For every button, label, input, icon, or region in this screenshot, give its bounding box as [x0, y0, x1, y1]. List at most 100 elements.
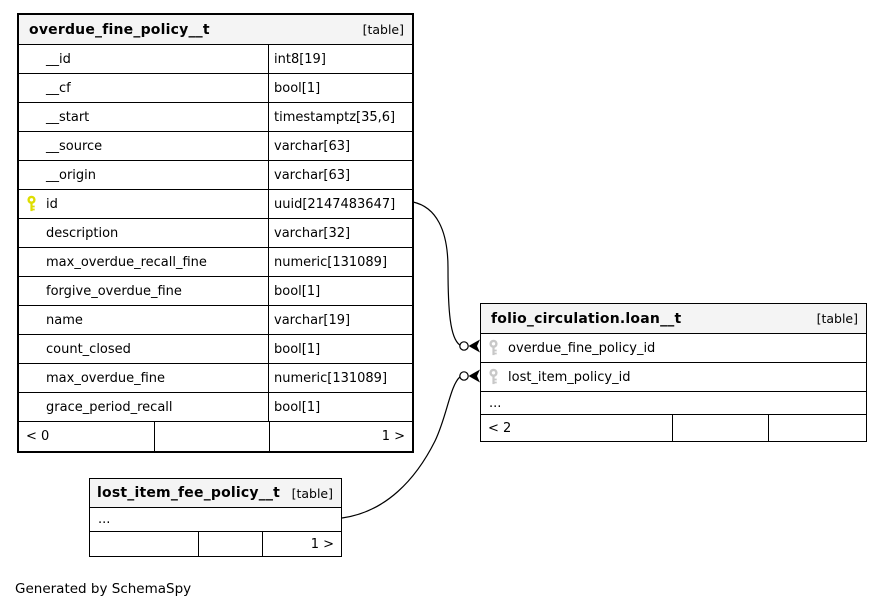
column-type-cell: numeric[131089]: [269, 248, 412, 276]
column-type: bool[1]: [274, 283, 321, 299]
table-title[interactable]: lost_item_fee_policy__t: [97, 485, 281, 501]
table-row: max_overdue_recall_fine numeric[131089]: [19, 247, 412, 276]
table-overdue-fine-policy[interactable]: overdue_fine_policy__t [table] __id int8…: [17, 13, 414, 453]
column-type: timestamptz[35,6]: [274, 109, 396, 125]
table-type-badge: [table]: [816, 311, 858, 326]
column-type-cell: int8[19]: [269, 45, 412, 73]
column-name-cell: __source: [19, 132, 269, 160]
table-row: __cf bool[1]: [19, 73, 412, 102]
column-type: bool[1]: [274, 80, 321, 96]
column-name-cell: name: [19, 306, 269, 334]
outgoing-relations-count: 1 >: [269, 422, 412, 451]
table-row-foreign-key: lost_item_policy_id: [481, 362, 866, 391]
column-name-cell: __id: [19, 45, 269, 73]
column-name: max_overdue_recall_fine: [46, 254, 207, 270]
column-name-cell: max_overdue_recall_fine: [19, 248, 269, 276]
column-name: overdue_fine_policy_id: [508, 340, 656, 356]
table-cardinality-footer: < 2: [481, 414, 866, 441]
column-name: id: [46, 196, 58, 212]
column-name: name: [46, 312, 83, 328]
table-cardinality-footer: 1 >: [90, 531, 341, 556]
column-name: __origin: [46, 167, 97, 183]
incoming-relations-count: [90, 532, 198, 556]
table-row: grace_period_recall bool[1]: [19, 392, 412, 421]
column-type-cell: bool[1]: [269, 74, 412, 102]
column-type: int8[19]: [274, 51, 326, 67]
column-name: __start: [46, 109, 90, 125]
incoming-relations-count: < 0: [26, 429, 50, 444]
column-type: bool[1]: [274, 399, 321, 415]
column-type-cell: timestamptz[35,6]: [269, 103, 412, 131]
column-name-cell: id: [19, 190, 269, 218]
column-type: varchar[19]: [274, 312, 351, 328]
ellipsis: ...: [489, 395, 502, 411]
table-row: max_overdue_fine numeric[131089]: [19, 363, 412, 392]
outgoing-relations-count: 1 >: [262, 532, 341, 556]
footer-spacer-cell: [154, 422, 269, 451]
column-name: lost_item_policy_id: [508, 369, 631, 385]
table-row: description varchar[32]: [19, 218, 412, 247]
column-type: varchar[63]: [274, 167, 351, 183]
column-type-cell: bool[1]: [269, 277, 412, 305]
column-type-cell: uuid[2147483647]: [269, 190, 412, 218]
footer-spacer-cell: [198, 532, 262, 556]
primary-key-icon: [27, 195, 36, 212]
column-name-cell: max_overdue_fine: [19, 364, 269, 392]
column-name: max_overdue_fine: [46, 370, 165, 386]
outgoing-relations-count: [768, 415, 866, 441]
hidden-columns-ellipsis-row: ...: [90, 507, 341, 531]
column-type-cell: varchar[32]: [269, 219, 412, 247]
column-name: forgive_overdue_fine: [46, 283, 182, 299]
cardinality-zero-or-many-connector-1: [459, 339, 480, 353]
incoming-relations-count: < 2: [488, 420, 512, 436]
column-type-cell: bool[1]: [269, 335, 412, 363]
column-type-cell: bool[1]: [269, 393, 412, 421]
column-type: numeric[131089]: [274, 370, 388, 386]
column-type: uuid[2147483647]: [274, 196, 396, 212]
column-name-cell: overdue_fine_policy_id: [481, 334, 866, 362]
relationship-line-overdue-to-loan: [412, 201, 461, 346]
table-lost-item-fee-policy[interactable]: lost_item_fee_policy__t [table] ... 1 >: [89, 478, 342, 557]
column-name-cell: description: [19, 219, 269, 247]
table-type-badge: [table]: [362, 22, 404, 37]
column-name: count_closed: [46, 341, 131, 357]
ellipsis: ...: [98, 512, 111, 527]
column-name: grace_period_recall: [46, 399, 173, 415]
column-type: varchar[32]: [274, 225, 351, 241]
cardinality-zero-or-many-connector-2: [459, 369, 480, 383]
column-name-cell: __origin: [19, 161, 269, 189]
table-header[interactable]: lost_item_fee_policy__t [table]: [90, 479, 341, 507]
table-header[interactable]: folio_circulation.loan__t [table]: [481, 304, 866, 333]
column-name-cell: forgive_overdue_fine: [19, 277, 269, 305]
table-title[interactable]: overdue_fine_policy__t: [29, 21, 210, 38]
column-type-cell: varchar[63]: [269, 161, 412, 189]
table-title[interactable]: folio_circulation.loan__t: [491, 310, 682, 327]
column-name: description: [46, 225, 119, 241]
table-header[interactable]: overdue_fine_policy__t [table]: [19, 15, 412, 44]
column-name-cell: count_closed: [19, 335, 269, 363]
column-name-cell: lost_item_policy_id: [481, 363, 866, 391]
zero-circle-icon: [459, 371, 469, 381]
column-name: __source: [46, 138, 103, 154]
column-type-cell: numeric[131089]: [269, 364, 412, 392]
table-row: __origin varchar[63]: [19, 160, 412, 189]
table-row: __id int8[19]: [19, 44, 412, 73]
column-name-cell: grace_period_recall: [19, 393, 269, 421]
table-row: __source varchar[63]: [19, 131, 412, 160]
table-row: name varchar[19]: [19, 305, 412, 334]
crowfoot-arrow-icon: [468, 369, 480, 383]
table-folio-circulation-loan[interactable]: folio_circulation.loan__t [table] overdu…: [480, 303, 867, 442]
table-row: __start timestamptz[35,6]: [19, 102, 412, 131]
table-row: count_closed bool[1]: [19, 334, 412, 363]
footer-spacer-cell: [672, 415, 768, 441]
zero-circle-icon: [459, 341, 469, 351]
table-row-foreign-key: overdue_fine_policy_id: [481, 333, 866, 362]
column-type-cell: varchar[63]: [269, 132, 412, 160]
table-cardinality-footer: < 0 1 >: [19, 421, 412, 451]
column-name: __id: [46, 51, 71, 67]
column-type-cell: varchar[19]: [269, 306, 412, 334]
column-type: bool[1]: [274, 341, 321, 357]
table-type-badge: [table]: [291, 485, 333, 501]
table-row: forgive_overdue_fine bool[1]: [19, 276, 412, 305]
